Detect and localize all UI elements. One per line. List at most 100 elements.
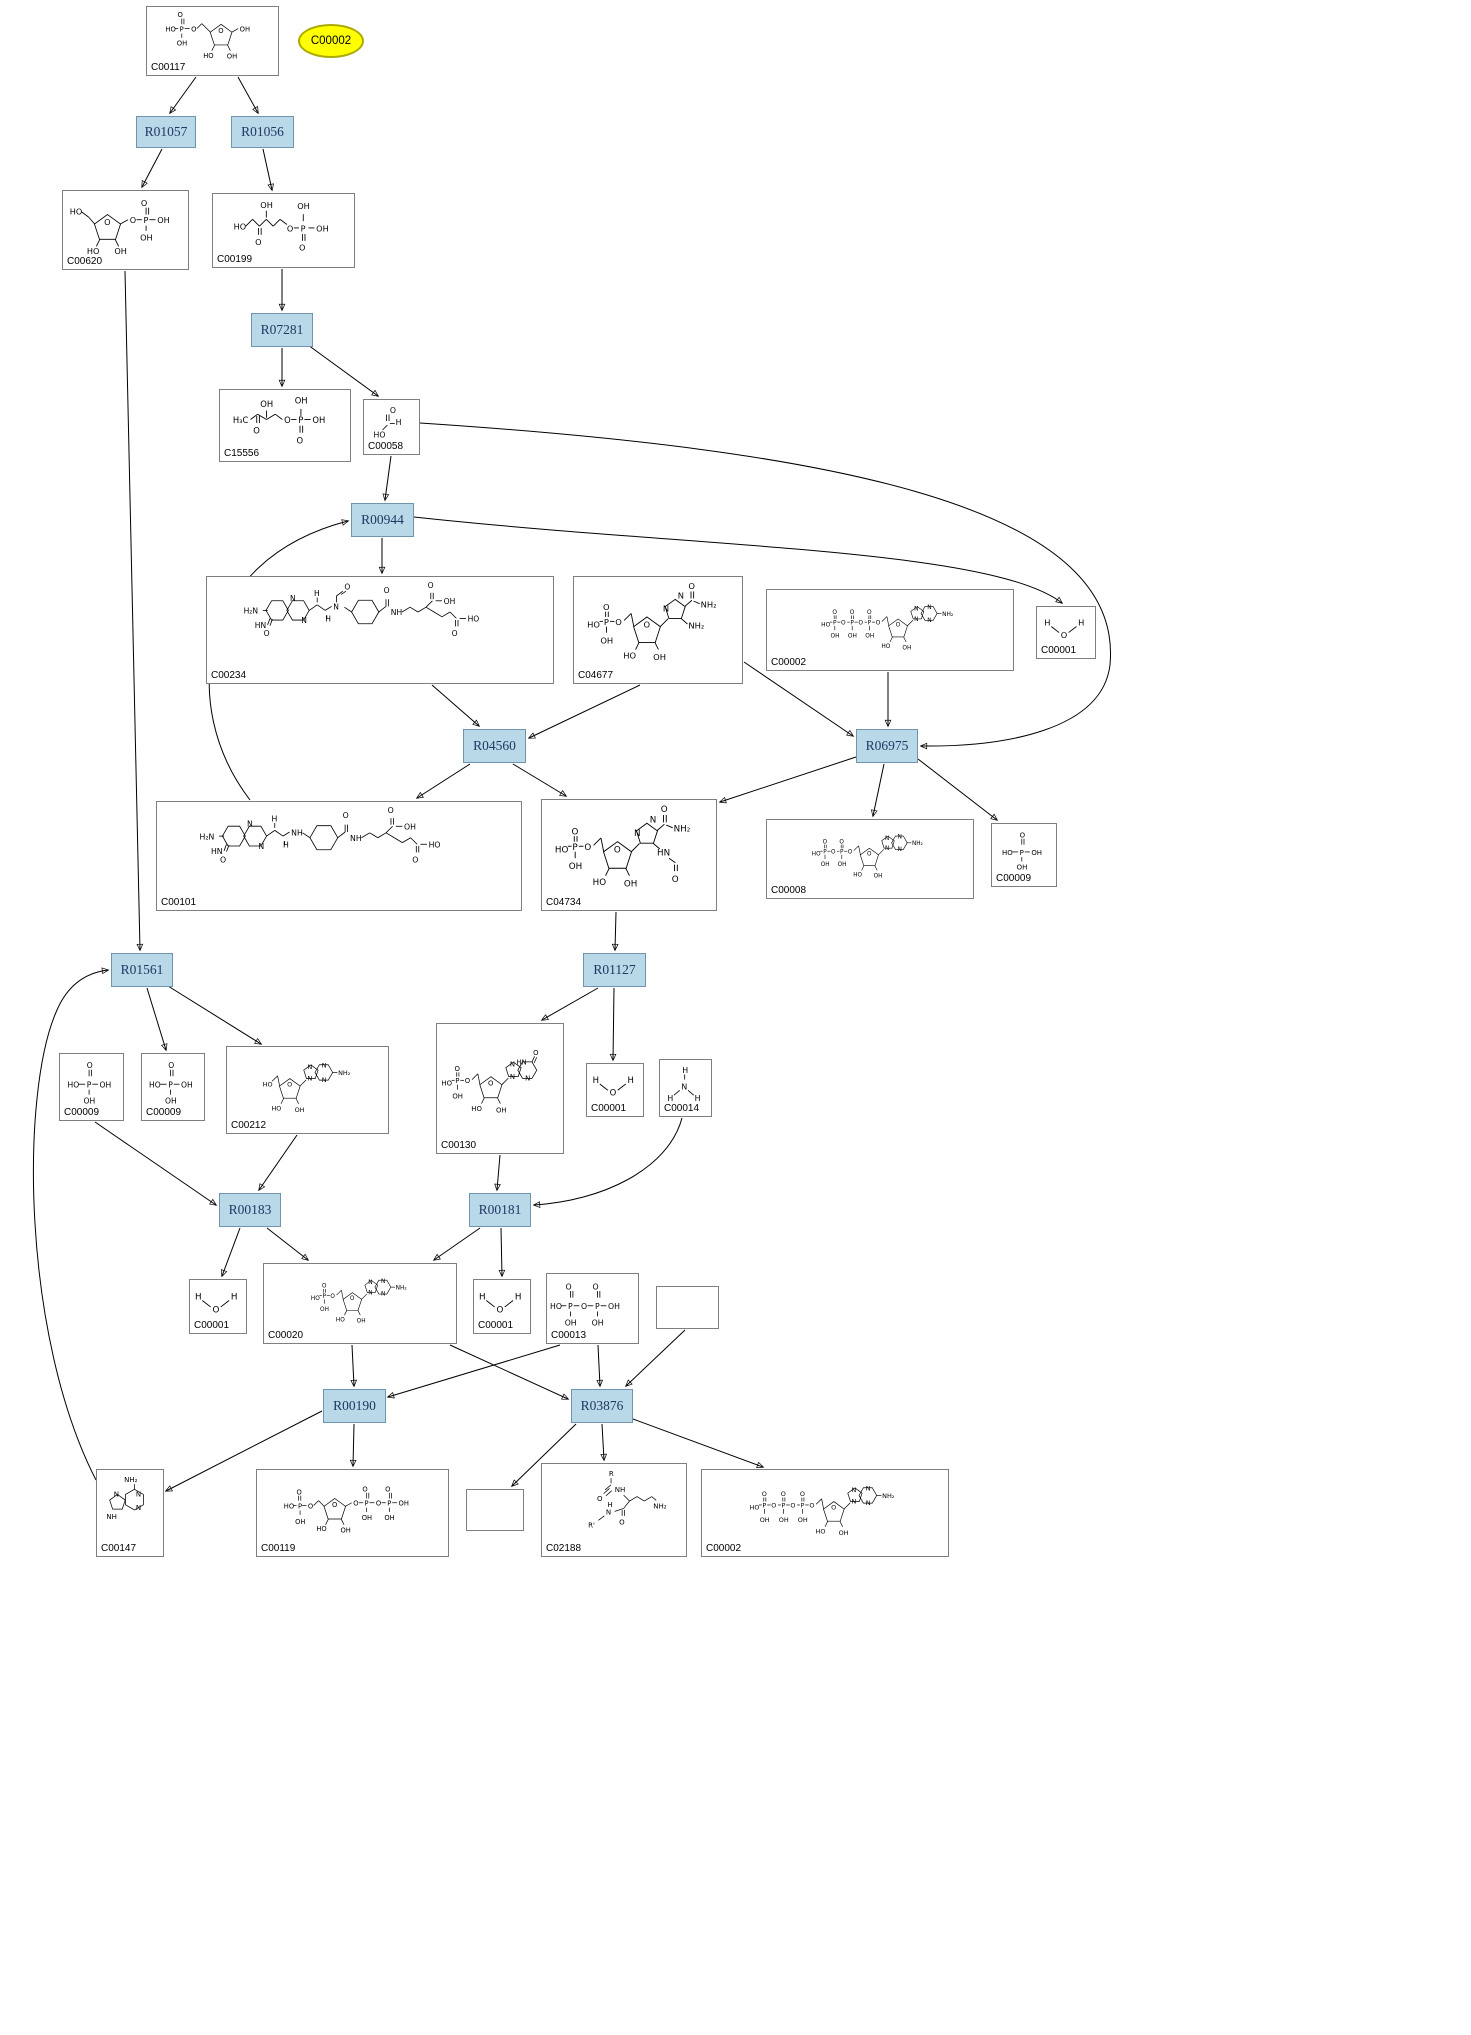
svg-text:HO: HO bbox=[587, 620, 600, 630]
svg-text:O: O bbox=[850, 610, 855, 616]
reaction-label: R00190 bbox=[333, 1398, 376, 1413]
svg-text:O: O bbox=[87, 1061, 93, 1070]
svg-text:O: O bbox=[343, 811, 349, 820]
svg-text:P: P bbox=[180, 25, 184, 33]
compound-label: C00013 bbox=[551, 1330, 587, 1341]
reaction-box-r01056[interactable]: R01056 bbox=[231, 116, 294, 148]
svg-text:NH₂: NH₂ bbox=[124, 1475, 138, 1484]
compound-label: C00001 bbox=[478, 1320, 514, 1331]
edge-emptybox1-r03876 bbox=[624, 1329, 686, 1387]
svg-text:O: O bbox=[581, 1302, 587, 1311]
svg-text:HO: HO bbox=[1002, 849, 1013, 857]
highlight-ellipse-c00002[interactable]: C00002 bbox=[298, 24, 364, 58]
svg-text:OH: OH bbox=[340, 1527, 350, 1535]
svg-text:O: O bbox=[1020, 831, 1026, 839]
svg-text:O: O bbox=[848, 850, 853, 856]
svg-text:O: O bbox=[362, 1485, 367, 1493]
svg-text:N: N bbox=[681, 1082, 687, 1091]
svg-text:NH₂: NH₂ bbox=[396, 1286, 407, 1292]
empty-compound-box-2[interactable] bbox=[466, 1489, 524, 1531]
reaction-label: R06975 bbox=[865, 738, 909, 753]
reaction-box-r03876[interactable]: R03876 bbox=[571, 1389, 633, 1423]
svg-text:OH: OH bbox=[165, 1096, 177, 1105]
svg-text:HO: HO bbox=[87, 246, 100, 254]
svg-text:O: O bbox=[344, 583, 350, 592]
svg-text:OH: OH bbox=[399, 1500, 409, 1508]
compound-label: C00002 bbox=[771, 657, 807, 668]
svg-text:O: O bbox=[771, 1502, 776, 1510]
svg-text:O: O bbox=[412, 855, 418, 864]
svg-text:P: P bbox=[833, 621, 837, 627]
svg-text:H: H bbox=[1078, 618, 1084, 628]
reaction-box-r00183[interactable]: R00183 bbox=[219, 1193, 281, 1227]
reaction-box-r07281[interactable]: R07281 bbox=[251, 313, 313, 347]
svg-text:O: O bbox=[823, 839, 828, 845]
svg-text:OH: OH bbox=[444, 597, 456, 606]
svg-text:P: P bbox=[387, 1500, 391, 1508]
reaction-box-r01127[interactable]: R01127 bbox=[583, 953, 646, 987]
svg-text:P: P bbox=[840, 850, 844, 856]
svg-text:OH: OH bbox=[260, 399, 273, 409]
svg-text:O: O bbox=[287, 1081, 292, 1089]
svg-text:N: N bbox=[650, 815, 657, 825]
reaction-box-r00190[interactable]: R00190 bbox=[323, 1389, 386, 1423]
svg-text:HO: HO bbox=[203, 52, 213, 60]
svg-text:H: H bbox=[682, 1066, 688, 1075]
svg-text:R: R bbox=[609, 1469, 614, 1478]
reaction-box-r01561[interactable]: R01561 bbox=[111, 953, 173, 987]
svg-text:O: O bbox=[614, 846, 621, 856]
compound-label: C00020 bbox=[268, 1330, 304, 1341]
svg-text:P: P bbox=[1020, 849, 1024, 857]
reaction-label: R07281 bbox=[260, 322, 304, 337]
reaction-box-r00944[interactable]: R00944 bbox=[351, 503, 414, 537]
svg-text:O: O bbox=[376, 1500, 381, 1508]
svg-text:OH: OH bbox=[114, 246, 127, 254]
reaction-box-r06975[interactable]: R06975 bbox=[856, 729, 918, 763]
svg-text:HO: HO bbox=[234, 222, 247, 232]
svg-text:HO: HO bbox=[593, 878, 607, 888]
edge-c04734-r01127 bbox=[611, 911, 619, 952]
svg-text:HO: HO bbox=[853, 872, 862, 878]
svg-text:O: O bbox=[350, 1296, 355, 1302]
svg-text:OH: OH bbox=[865, 634, 874, 640]
svg-text:H₂N: H₂N bbox=[200, 832, 215, 841]
reaction-box-r01057[interactable]: R01057 bbox=[136, 116, 196, 148]
edge-r03876-c02188 bbox=[600, 1423, 607, 1462]
empty-compound-box-1[interactable] bbox=[656, 1286, 719, 1329]
reaction-box-r00181[interactable]: R00181 bbox=[469, 1193, 531, 1227]
reaction-box-r04560[interactable]: R04560 bbox=[463, 729, 526, 763]
svg-text:N: N bbox=[898, 847, 902, 853]
